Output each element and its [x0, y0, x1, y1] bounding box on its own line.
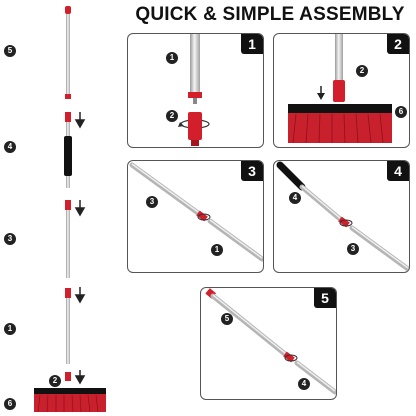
step-2-panel: 2 2 6: [273, 33, 410, 148]
step-number-4: 4: [387, 161, 409, 181]
pole-5-connector: [65, 94, 71, 99]
pole-section-3: [66, 210, 70, 278]
hang-cap: [65, 6, 71, 14]
step-number-3: 3: [241, 161, 263, 181]
part-badge-3: 3: [4, 233, 16, 245]
connector-2: [65, 372, 71, 381]
step-1-panel: 1 1 2: [127, 33, 264, 148]
part-badge-2: 2: [49, 375, 61, 387]
down-arrows: [74, 112, 86, 385]
part-badge-4: 4: [289, 192, 301, 204]
part-badge-2: 2: [166, 110, 178, 122]
step-4-panel: 4 4 3: [273, 160, 410, 273]
step-5-panel: 5 5 4: [200, 287, 337, 400]
step-3-panel: 3 3 1: [127, 160, 264, 273]
exploded-broom-diagram: [34, 6, 106, 413]
bristles-6: [34, 394, 106, 412]
step-number-2: 2: [387, 34, 409, 54]
part-badge-1: 1: [166, 52, 178, 64]
assembly-title: QUICK & SIMPLE ASSEMBLY: [135, 4, 405, 25]
broom-head-6: [34, 388, 106, 394]
pole-section-4-grip: [64, 136, 72, 176]
part-badge-1: 1: [211, 244, 223, 256]
pole-section-5: [66, 14, 70, 94]
part-badge-6: 6: [395, 106, 407, 118]
step-number-1: 1: [241, 34, 263, 54]
part-badge-4: 4: [4, 141, 16, 153]
step-number-5: 5: [314, 288, 336, 308]
part-badge-3: 3: [146, 196, 158, 208]
part-badge-1: 1: [4, 323, 16, 335]
part-badge-5: 5: [4, 45, 16, 57]
part-badge-5: 5: [221, 313, 233, 325]
part-badge-3: 3: [347, 243, 359, 255]
pole-section-1: [66, 298, 70, 364]
part-badge-4: 4: [298, 378, 310, 390]
part-badge-2: 2: [356, 65, 368, 77]
part-badge-6: 6: [4, 398, 16, 410]
